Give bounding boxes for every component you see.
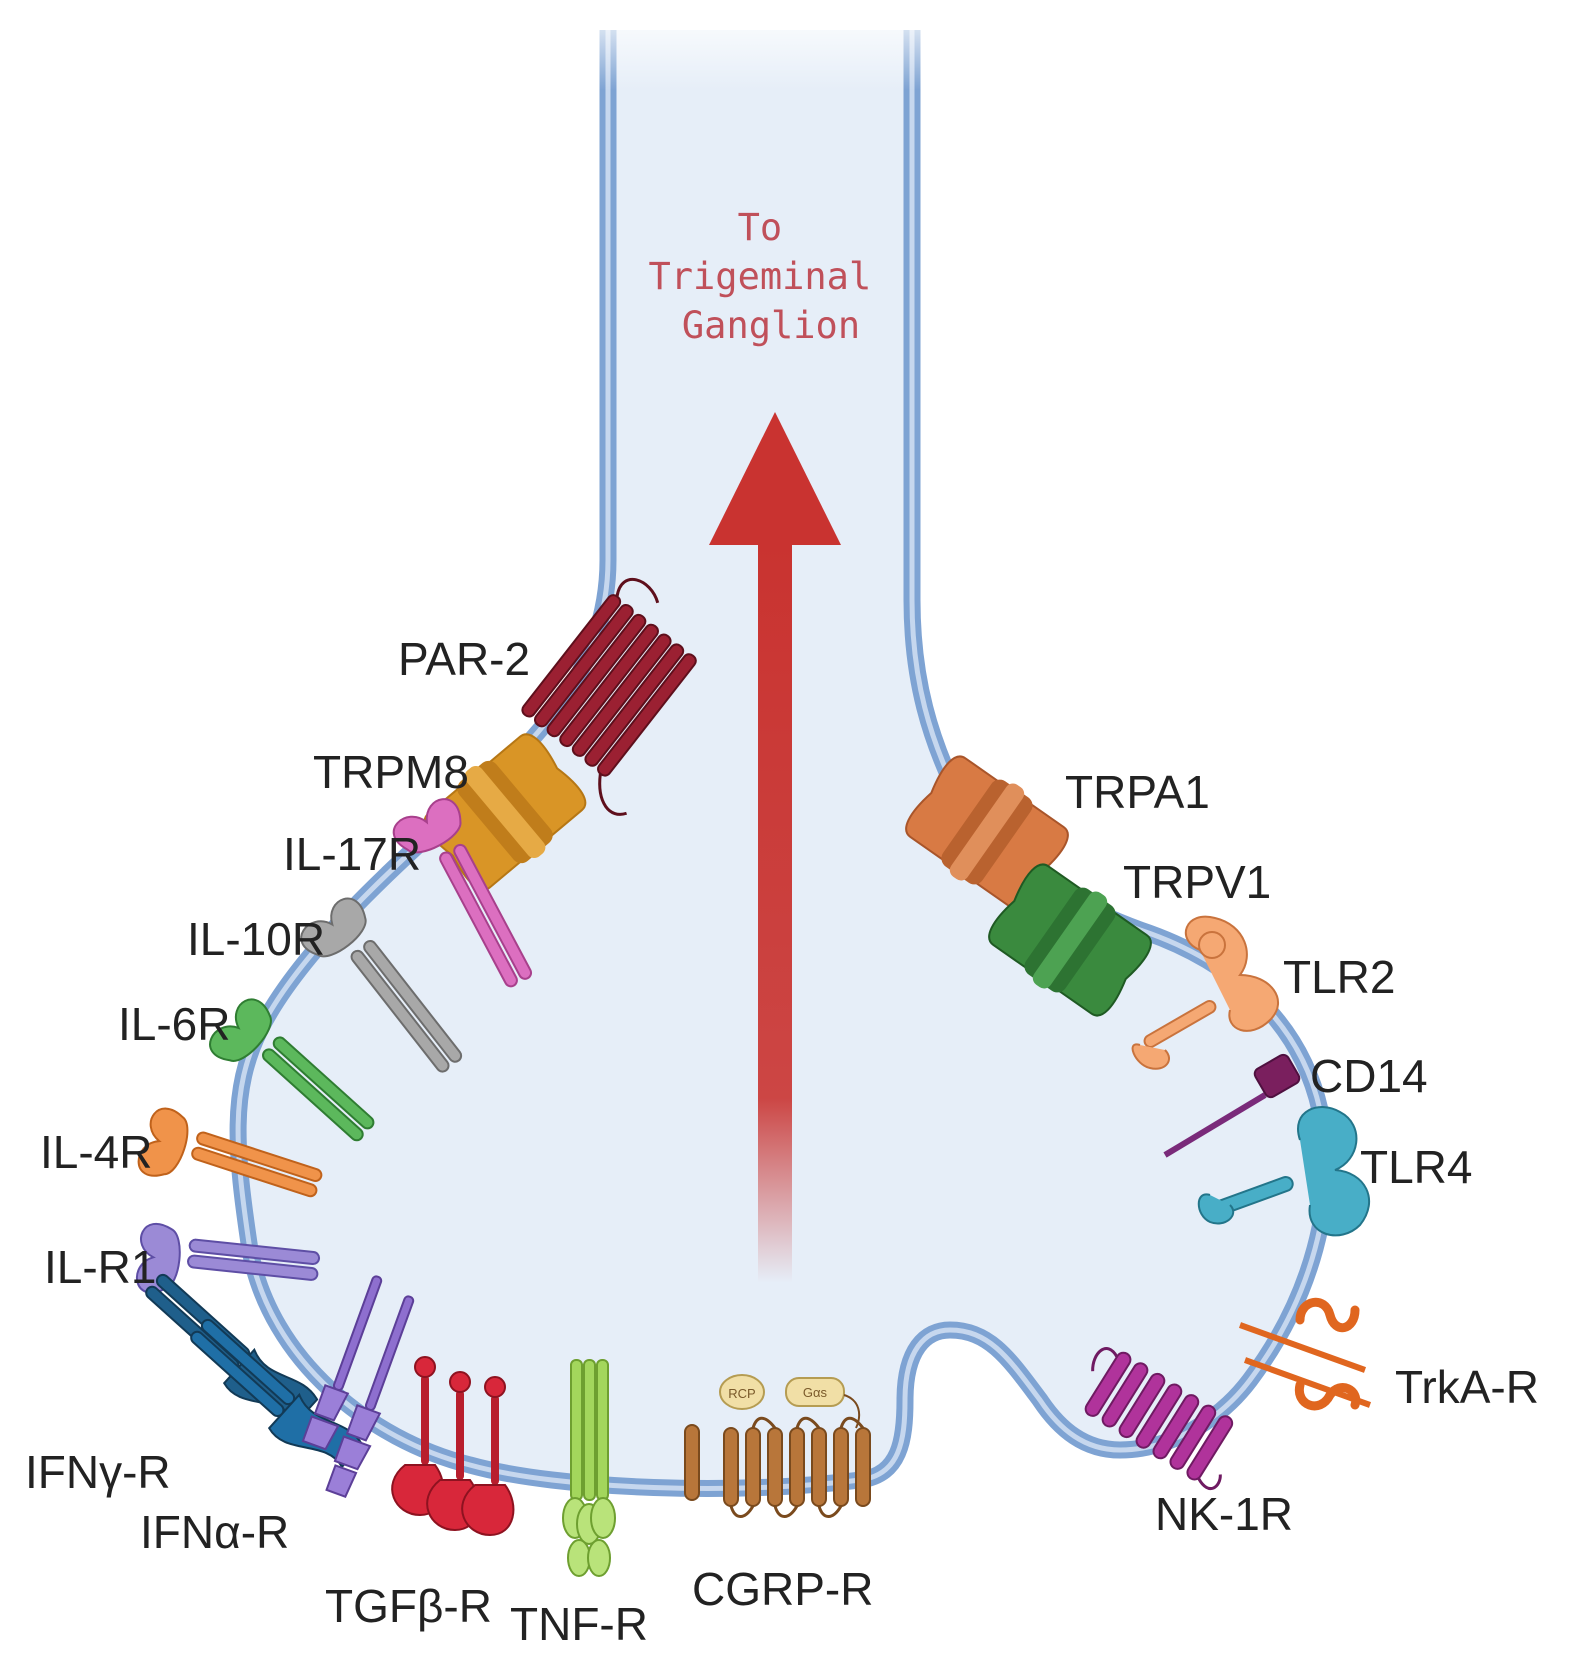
tlr2-label: TLR2 [1283,951,1395,1003]
trkar-receptor[interactable] [1238,1297,1372,1411]
tlr4-label: TLR4 [1360,1141,1472,1193]
trpa1-channel[interactable] [896,745,1078,919]
ilr1-label: IL-R1 [44,1241,156,1293]
il17r-receptor[interactable] [389,794,544,1002]
ifnar-receptor[interactable] [301,1272,423,1499]
cgrpr-receptor[interactable]: RCP Gαs [684,1374,871,1518]
trpv1-label: TRPV1 [1123,856,1271,908]
nk1r-receptor[interactable] [1068,1340,1251,1492]
arrow-head [709,412,841,545]
ilr1-receptor[interactable] [135,1222,321,1310]
cd14-protein[interactable] [1163,1053,1301,1158]
signal-arrow [709,412,841,1283]
ifngr-receptor[interactable] [134,1264,364,1483]
tgfbr-label: TGFβ-R [325,1580,492,1632]
tnfr-label: TNF-R [510,1598,648,1650]
il10r-receptor[interactable] [296,893,473,1093]
arrow-shaft [758,543,792,1283]
nk1r-label: NK-1R [1155,1488,1293,1540]
il4r-receptor[interactable] [135,1105,327,1226]
cd14-label: CD14 [1310,1050,1428,1102]
trpv1-channel[interactable] [979,853,1161,1027]
rcp-subunit-label: RCP [728,1386,755,1401]
trpa1-label: TRPA1 [1065,766,1210,818]
par2-label: PAR-2 [398,633,530,685]
il10r-label: IL-10R [187,913,325,965]
ifnar-label: IFNα-R [140,1506,289,1558]
ifngr-label: IFNγ-R [25,1446,171,1498]
il6r-label: IL-6R [118,998,230,1050]
trkar-label: TrkA-R [1395,1361,1539,1413]
arrow-caption-line-2: Trigeminal [648,255,871,298]
axon-top-fade [580,0,940,90]
tlr2-receptor[interactable] [1131,915,1280,1070]
arrow-caption: To Trigeminal Ganglion [648,206,893,347]
il4r-label: IL-4R [40,1126,152,1178]
cgrpr-label: CGRP-R [692,1563,873,1615]
par2-receptor[interactable] [506,571,745,819]
galpha-subunit-label: Gαs [803,1385,828,1400]
arrow-caption-line-1: To [738,206,783,249]
tlr4-receptor[interactable] [1197,1106,1371,1237]
tnfr-receptor[interactable] [562,1359,616,1577]
arrow-caption-line-3: Ganglion [682,304,860,347]
tgfbr-receptor[interactable] [391,1356,515,1537]
il17r-label: IL-17R [283,828,421,880]
il6r-receptor[interactable] [204,993,383,1164]
trpm8-label: TRPM8 [313,746,469,798]
